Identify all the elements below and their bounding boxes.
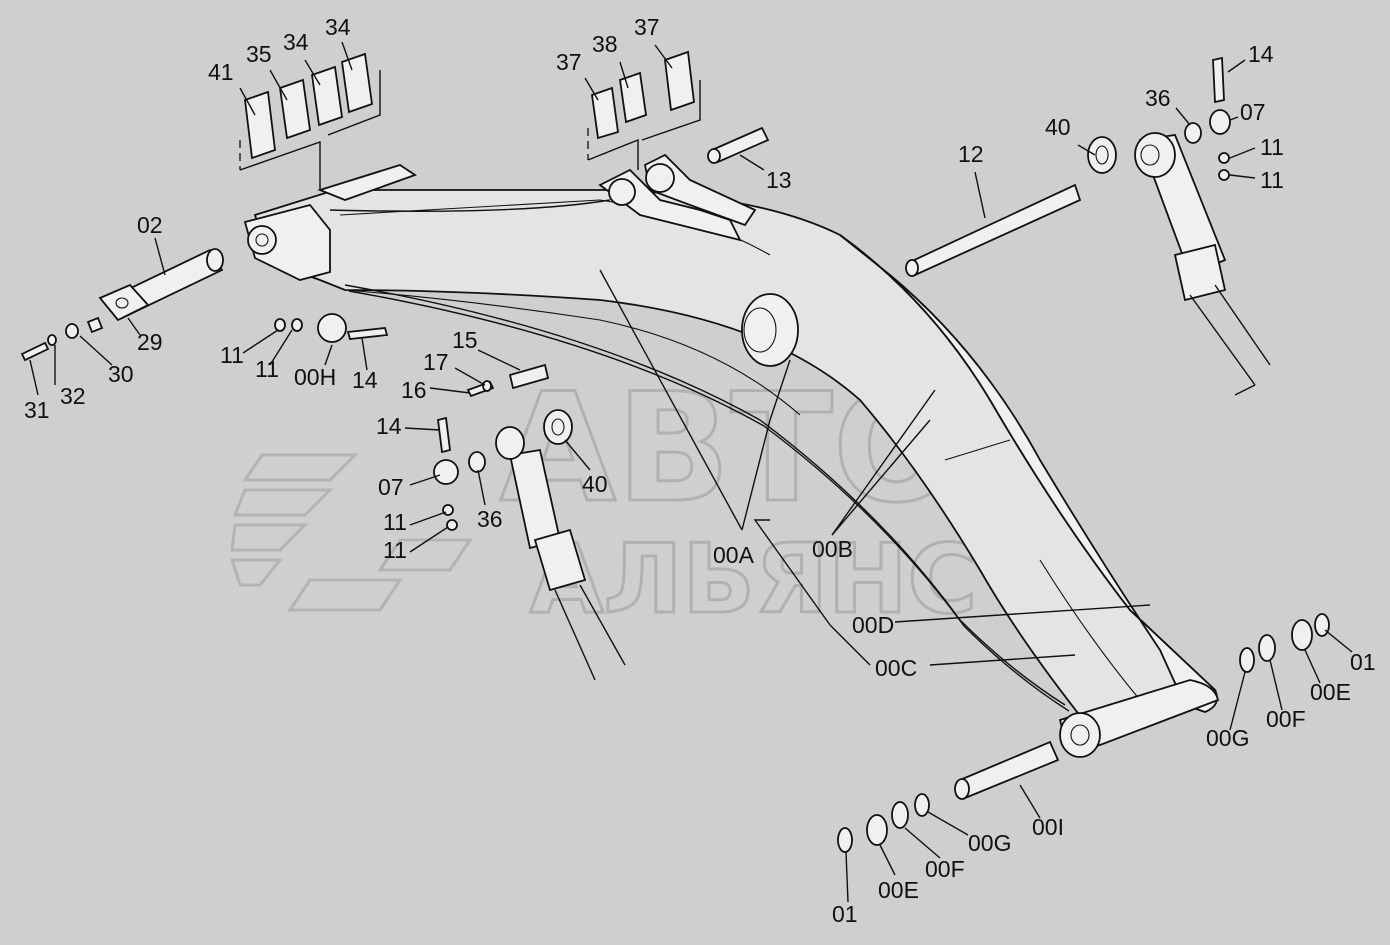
callout-00G: 00G <box>968 830 1011 856</box>
pin-12 <box>908 183 1082 277</box>
callout-00F: 00F <box>1266 706 1306 732</box>
rings-right-set <box>1239 613 1330 673</box>
callout-14: 14 <box>352 367 378 393</box>
arm-body <box>243 153 1220 758</box>
callout-35: 35 <box>246 41 272 67</box>
pin-02 <box>98 248 224 322</box>
bushing-07-top <box>1209 109 1231 135</box>
callout-32: 32 <box>60 383 86 409</box>
callout-02: 02 <box>137 212 163 238</box>
callout-01: 01 <box>832 901 858 927</box>
bolt-14-bottom <box>437 416 451 454</box>
bracket-15 <box>508 363 550 390</box>
callout-11: 11 <box>383 537 407 563</box>
bushing-07-bottom <box>433 459 459 485</box>
callout-29: 29 <box>137 329 163 355</box>
shims-center-group <box>587 50 701 170</box>
callout-00E: 00E <box>1310 679 1351 705</box>
callout-00F: 00F <box>925 856 965 882</box>
washer-40-bottom <box>543 409 573 445</box>
bushing-07-bottom-large <box>495 426 525 460</box>
callout-00G: 00G <box>1206 725 1249 751</box>
bushing-00H <box>317 313 347 343</box>
leader-lines <box>29 41 1353 903</box>
washer-40-top <box>1087 136 1117 174</box>
ring-36-top <box>1184 122 1202 144</box>
callout-34: 34 <box>325 14 351 40</box>
callout-36: 36 <box>477 506 503 532</box>
callout-16: 16 <box>401 377 427 403</box>
callout-00C: 00C <box>875 655 917 681</box>
bolt-14-top <box>1212 56 1225 104</box>
callout-15: 15 <box>452 327 478 353</box>
rings-bottom-set <box>837 793 930 853</box>
shims-left-group <box>239 52 381 190</box>
callout-31: 31 <box>24 397 50 423</box>
callout-00H: 00H <box>294 364 336 390</box>
callout-11: 11 <box>1260 167 1284 193</box>
callout-12: 12 <box>958 141 984 167</box>
callout-07: 07 <box>378 474 404 500</box>
callout-01: 01 <box>1350 649 1376 675</box>
cylinder-right <box>1134 132 1271 396</box>
callout-13: 13 <box>766 167 792 193</box>
callout-00E: 00E <box>878 877 919 903</box>
watermark-logo <box>229 453 473 612</box>
callout-37: 37 <box>556 49 582 75</box>
callout-40: 40 <box>1045 114 1071 140</box>
callout-34: 34 <box>283 29 309 55</box>
callout-11: 11 <box>220 342 244 368</box>
callout-11: 11 <box>255 356 279 382</box>
bolt-31-set <box>20 316 104 362</box>
callout-40: 40 <box>582 471 608 497</box>
callout-36: 36 <box>1145 85 1171 111</box>
pin-00I <box>958 740 1060 800</box>
callout-41: 41 <box>208 59 234 85</box>
callout-00D: 00D <box>852 612 894 638</box>
watermark-line2: АЛЬЯНС <box>530 525 977 635</box>
callout-00A: 00A <box>713 542 755 568</box>
callout-14: 14 <box>376 413 402 439</box>
callout-30: 30 <box>108 361 134 387</box>
callout-11: 11 <box>1260 134 1284 160</box>
callout-11: 11 <box>383 509 407 535</box>
callout-17: 17 <box>423 349 449 375</box>
callout-07: 07 <box>1240 99 1266 125</box>
callout-labels: 41 35 34 34 37 38 37 14 36 07 40 12 11 1… <box>24 14 1376 927</box>
bolt-14-mid <box>274 318 389 340</box>
callout-00B: 00B <box>812 536 853 562</box>
cylinder-left <box>508 448 626 681</box>
callout-38: 38 <box>592 31 618 57</box>
ring-36-bottom <box>468 451 486 473</box>
callout-14: 14 <box>1248 41 1274 67</box>
callout-37: 37 <box>634 14 660 40</box>
callout-00I: 00I <box>1032 814 1064 840</box>
